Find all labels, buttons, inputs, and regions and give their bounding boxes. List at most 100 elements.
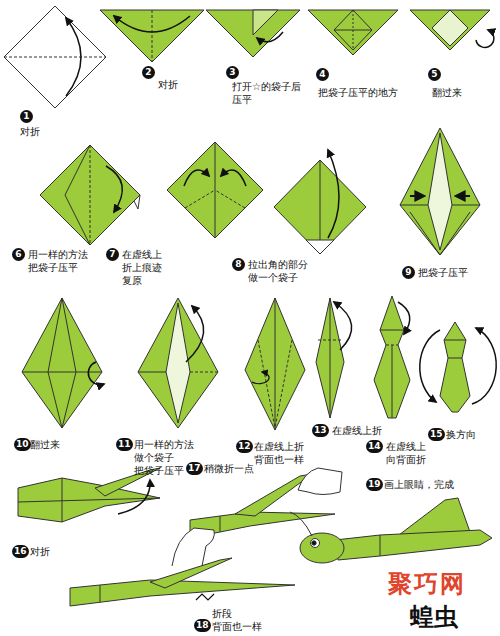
step-7-paper-part: [184, 170, 209, 186]
step-11-paper-part: [166, 303, 190, 423]
step-12-paper-part: [252, 372, 269, 384]
step-3-paper: [206, 10, 300, 57]
step-caption: 对折: [30, 545, 50, 558]
step-caption: 翻过来: [30, 438, 60, 451]
step-6-paper-part: [65, 145, 90, 245]
step-number: 2: [142, 66, 155, 79]
step-number: 3: [226, 66, 239, 79]
step-4-paper-part: [334, 10, 372, 50]
grasshopper-finished-part: [300, 533, 344, 563]
step-9-paper-part: [428, 133, 452, 250]
step-4-paper-part: [353, 10, 354, 50]
step-10-paper-part: [22, 298, 102, 428]
step-9-paper-part: [456, 195, 470, 197]
step-7-paper-part: [215, 190, 245, 208]
step-8-paper: [274, 150, 366, 254]
step-number: 13: [312, 424, 329, 437]
step-8-paper-part: [274, 160, 366, 254]
step-2-paper-part: [114, 16, 190, 32]
step-caption: 在虚线上 折上痕迹 复原: [122, 248, 165, 287]
step-14-paper-part: [374, 296, 410, 418]
step-2-paper-part: [152, 10, 153, 62]
step-7-paper-part: [221, 170, 246, 186]
step-5-paper: [410, 10, 494, 50]
step-17-paper-part: [235, 474, 312, 516]
step-13-paper-part: [330, 298, 331, 418]
step-18-paper-part: [196, 594, 214, 600]
step-6-paper-part: [40, 145, 140, 245]
step-number: 19: [366, 478, 383, 491]
step-number: 10: [14, 438, 31, 451]
step-13-paper-part: [316, 298, 344, 418]
step-3-paper-part: [206, 10, 300, 57]
step-2-paper-part: [100, 10, 204, 62]
step-11-paper-part: [138, 372, 166, 373]
step-14-paper-part: [380, 330, 404, 331]
step-8-paper-part: [306, 240, 334, 254]
step-number: 1: [20, 110, 33, 123]
step-10-paper-part: [88, 362, 104, 385]
step-12-paper: [245, 298, 305, 430]
step-12-paper-part: [275, 340, 292, 428]
step-14-paper: [374, 296, 410, 418]
step-1-paper-part: [4, 6, 106, 108]
step-9-paper: [400, 128, 480, 255]
title: 蝗虫: [410, 603, 458, 631]
step-1-paper: [4, 6, 106, 108]
step-caption: 对折: [20, 125, 40, 138]
step-11-paper-part: [138, 298, 218, 428]
step-10-paper: [22, 298, 104, 428]
step-15-paper-part: [448, 358, 462, 359]
grasshopper-finished: [290, 498, 492, 563]
step-caption: 把袋子压平: [418, 266, 468, 279]
step-17-paper-part: [220, 516, 221, 532]
step-caption: 翻过来: [432, 86, 462, 99]
grasshopper-finished-part: [311, 539, 320, 548]
step-1-paper-part: [66, 18, 81, 96]
step-caption: 在虚线上折 背面也一样: [254, 440, 307, 466]
step-10-paper-part: [48, 298, 62, 428]
step-10-paper-part: [62, 298, 76, 428]
step-8-paper-part: [328, 150, 339, 238]
step-15-paper: [420, 322, 496, 412]
step-16-paper-part: [118, 480, 150, 514]
step-9-paper-part: [452, 205, 480, 206]
step-4-paper-part: [308, 10, 398, 55]
grasshopper-finished-part: [290, 512, 312, 536]
step-16-paper-part: [62, 478, 63, 522]
step-6-paper: [40, 145, 140, 245]
step-number: 6: [12, 248, 25, 261]
step-11-paper: [138, 298, 218, 428]
step-4-paper: [308, 10, 398, 55]
step-number: 4: [316, 68, 329, 81]
step-2-paper: [100, 10, 204, 62]
grasshopper-finished-part: [335, 530, 492, 560]
step-15-paper-part: [440, 322, 470, 412]
step-1-paper-part: [4, 57, 106, 58]
step-18-paper: [70, 558, 295, 606]
step-caption: 拉出角的部分 做一个袋子: [248, 258, 311, 284]
step-18-paper-part: [70, 580, 295, 606]
step-number: 18: [194, 619, 211, 632]
step-12-paper-part: [245, 298, 305, 430]
step-18-paper-part: [150, 558, 232, 588]
step-number: 12: [236, 440, 253, 453]
step-5-paper-part: [476, 30, 494, 47]
step-7-paper-part: [185, 190, 215, 208]
step-16-paper-part: [18, 498, 160, 502]
step-9-paper-part: [440, 212, 470, 255]
step-3-paper-part: [253, 10, 278, 35]
step-15-paper-part: [472, 328, 496, 404]
step-13-paper-part: [318, 340, 342, 341]
step-14-paper-part: [398, 302, 410, 334]
step-5-paper-part: [432, 10, 468, 46]
step-number: 5: [428, 68, 441, 81]
step-caption: 画上眼睛，完成: [384, 478, 454, 491]
step-13-paper: [316, 298, 352, 418]
step-caption: 换方向: [446, 428, 476, 441]
step-caption: 在虚线上 向背面折: [386, 440, 429, 466]
step-16-paper: [18, 468, 160, 522]
step-9-paper-part: [400, 205, 428, 206]
step-10-paper-part: [22, 372, 102, 373]
step-9-paper-part: [410, 212, 440, 255]
